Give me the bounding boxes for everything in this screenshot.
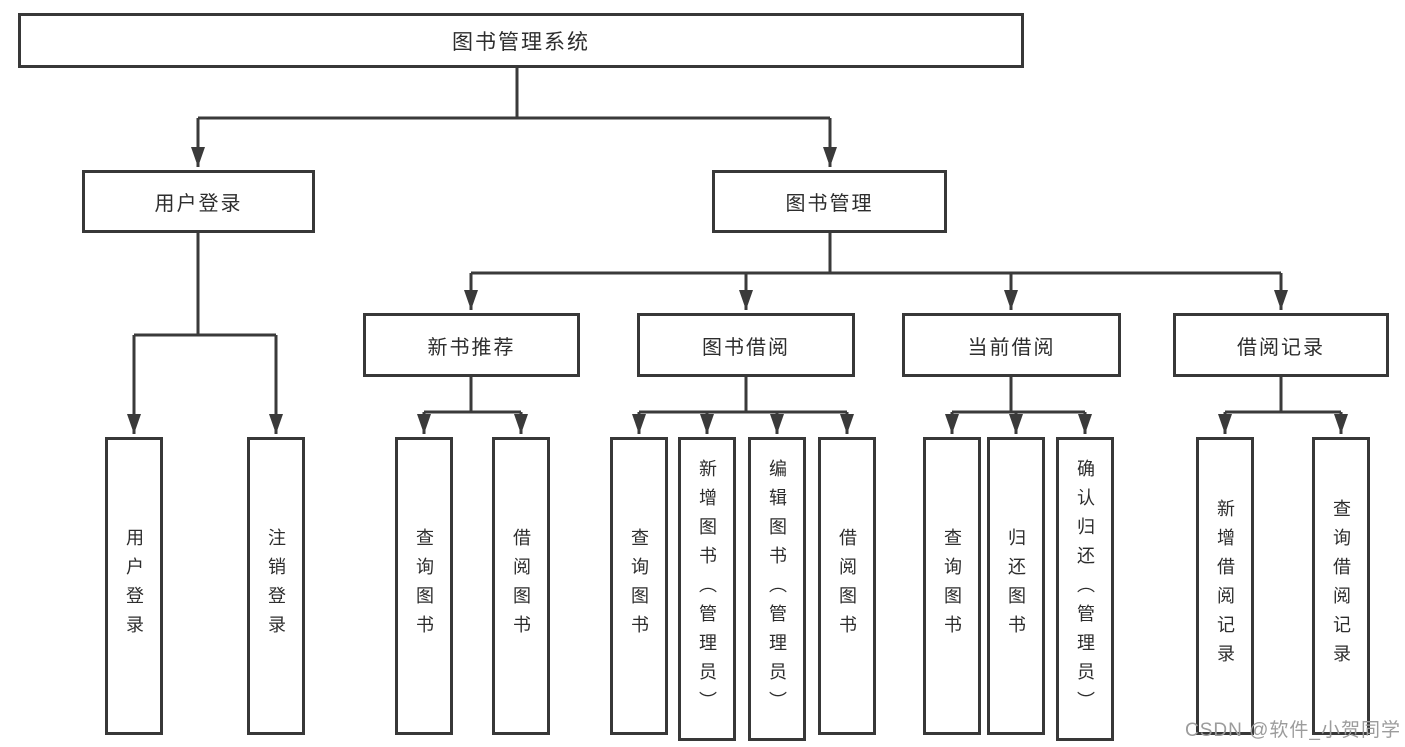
node-label: 图书借阅 [702, 336, 790, 359]
node-current-borrow: 当前借阅 [902, 313, 1121, 377]
leaf-label: 新增借阅记录 [1215, 499, 1235, 673]
leaf-label: 借阅图书 [511, 528, 531, 644]
node-label: 借阅记录 [1237, 336, 1325, 359]
leaf-label: 查询借阅记录 [1331, 499, 1351, 673]
connector-recommend-group [424, 377, 521, 414]
node-borrow-records: 借阅记录 [1173, 313, 1389, 377]
connector-borrow-group [639, 377, 847, 414]
leaf-query-books-recommend: 查询图书 [395, 437, 453, 735]
leaf-query-borrow-record: 查询借阅记录 [1312, 437, 1370, 735]
leaf-label: 借阅图书 [837, 528, 857, 644]
leaf-query-books-current: 查询图书 [923, 437, 981, 735]
leaf-query-books-borrow: 查询图书 [610, 437, 668, 735]
leaf-label: 查询图书 [414, 528, 434, 644]
leaf-user-login: 用户登录 [105, 437, 163, 735]
leaf-label: 用户登录 [124, 528, 144, 644]
leaf-confirm-return-admin: 确认归还（管理员） [1056, 437, 1114, 741]
csdn-watermark: CSDN @软件_小贺同学 [1185, 720, 1401, 741]
connector-user-login-group [134, 233, 276, 337]
node-label: 图书管理系统 [452, 30, 590, 54]
leaf-borrow-books: 借阅图书 [818, 437, 876, 735]
leaf-borrow-books-recommend: 借阅图书 [492, 437, 550, 735]
connector-book-mgmt-group [471, 233, 1281, 275]
connector-records-group [1225, 377, 1341, 414]
node-label: 新书推荐 [427, 336, 516, 359]
leaf-label: 新增图书（管理员） [697, 458, 717, 720]
leaf-label: 归还图书 [1006, 528, 1026, 644]
node-label: 当前借阅 [967, 336, 1056, 359]
node-label: 图书管理 [785, 193, 874, 215]
leaf-return-book: 归还图书 [987, 437, 1045, 735]
connector-root-to-level2 [198, 68, 830, 120]
leaf-label: 确认归还（管理员） [1075, 458, 1095, 720]
leaf-label: 查询图书 [942, 528, 962, 644]
node-label: 用户登录 [154, 193, 243, 215]
node-book-management: 图书管理 [712, 170, 947, 233]
node-new-book-recommend: 新书推荐 [363, 313, 580, 377]
leaf-label: 注销登录 [266, 528, 286, 644]
leaf-logout: 注销登录 [247, 437, 305, 735]
leaf-add-book-admin: 新增图书（管理员） [678, 437, 736, 741]
leaf-label: 编辑图书（管理员） [767, 458, 787, 720]
leaf-add-borrow-record: 新增借阅记录 [1196, 437, 1254, 735]
leaf-label: 查询图书 [629, 528, 649, 644]
node-user-login: 用户登录 [82, 170, 315, 233]
connector-current-group [952, 377, 1085, 414]
leaf-edit-book-admin: 编辑图书（管理员） [748, 437, 806, 741]
node-book-borrow: 图书借阅 [637, 313, 855, 377]
node-system-root: 图书管理系统 [18, 13, 1024, 68]
